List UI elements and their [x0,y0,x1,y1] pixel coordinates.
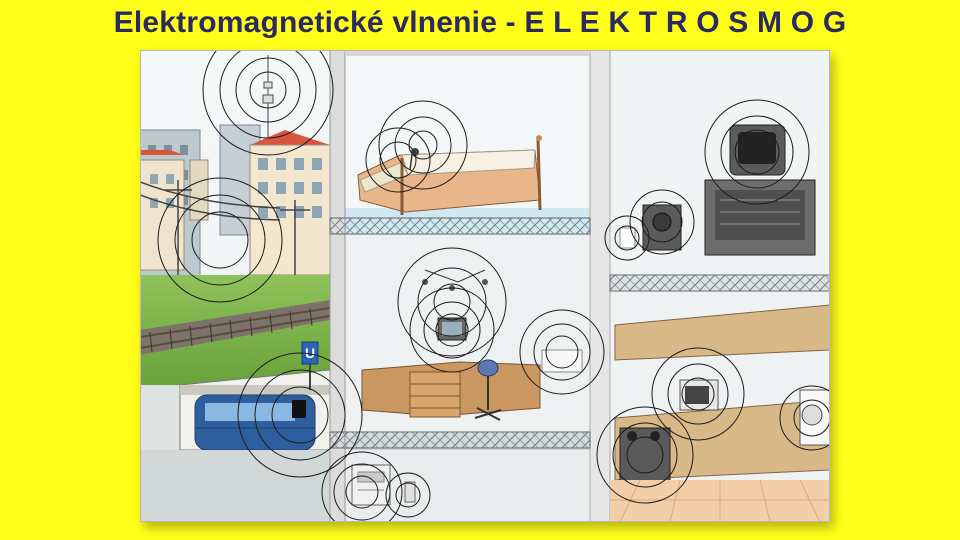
subway-section: U [140,341,331,522]
slide-title: Elektromagnetické vlnenie - E L E K T R … [113,6,847,39]
subway-sign: U [305,345,315,361]
radiation-waves [157,50,830,522]
tv-set [704,124,816,256]
railway [140,300,331,355]
electrosmog-house-illustration: U [140,50,830,522]
kitchen [610,304,830,522]
desk [361,269,583,421]
